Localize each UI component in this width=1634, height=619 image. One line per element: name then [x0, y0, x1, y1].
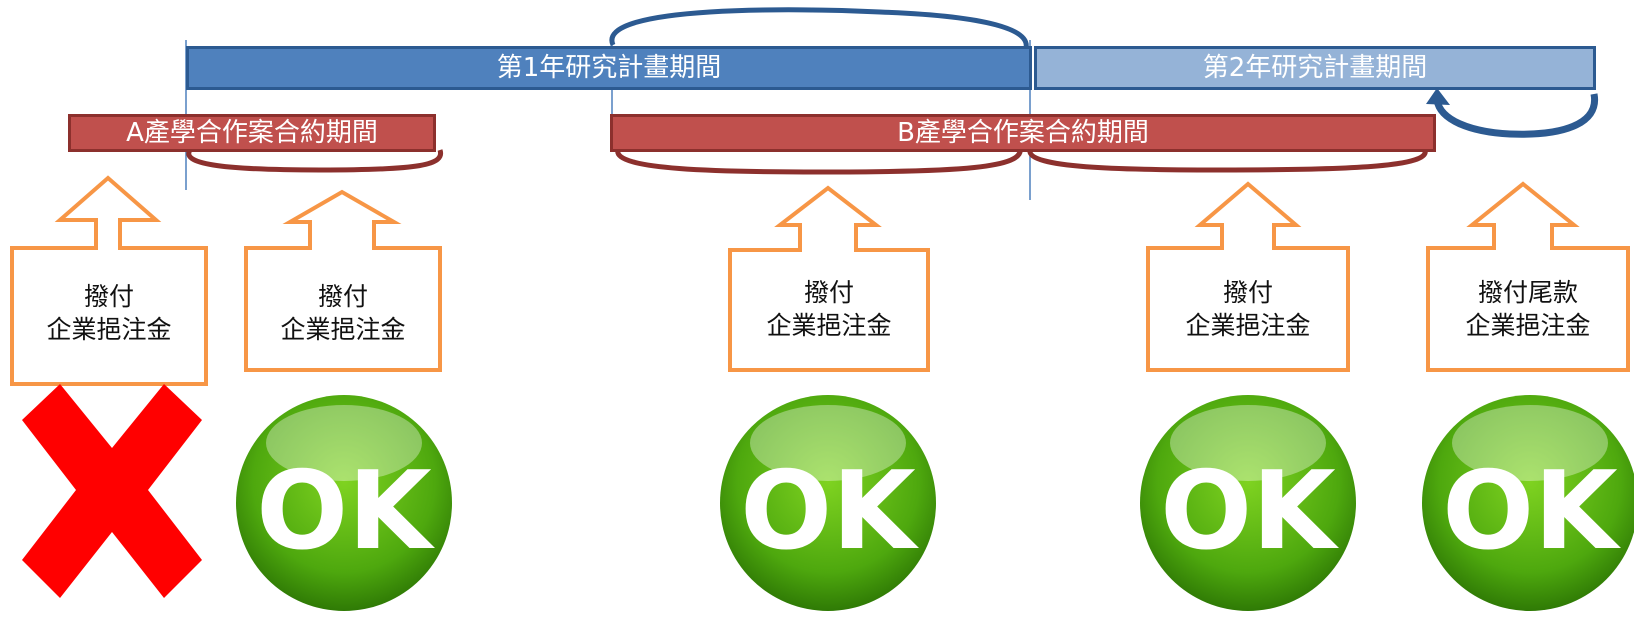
brace-b-year2	[1027, 149, 1428, 173]
callout-4-line1: 撥付	[1222, 278, 1273, 307]
reject-mark	[22, 384, 202, 598]
ok-badge-2: OK	[236, 395, 452, 611]
callout-1-shape	[10, 175, 208, 386]
ok-badge-label: OK	[740, 449, 919, 574]
year2-return-arrowhead	[1426, 88, 1450, 105]
callout-5-text: 撥付尾款 企業挹注金	[1428, 276, 1628, 342]
callout-3-text: 撥付 企業挹注金	[730, 276, 928, 342]
callout-3-line2: 企業挹注金	[766, 311, 892, 340]
contract-b-label: B產學合作案合約期間	[897, 118, 1149, 148]
year1-period-label: 第1年研究計畫期間	[496, 53, 722, 83]
callout-2-text: 撥付 企業挹注金	[246, 280, 440, 346]
ok-badge-4: OK	[1140, 395, 1356, 611]
callout-2-shape	[244, 189, 442, 372]
callout-4-shape	[1146, 181, 1350, 372]
year1-top-arc	[609, 7, 1029, 49]
ok-badge-5: OK	[1422, 395, 1634, 611]
ok-badge-label: OK	[1442, 449, 1621, 574]
year2-period-bar: 第2年研究計畫期間	[1034, 46, 1596, 90]
contract-a-bar: A產學合作案合約期間	[68, 114, 436, 152]
callout-4-text: 撥付 企業挹注金	[1148, 276, 1348, 342]
callout-5-line1: 撥付尾款	[1477, 278, 1578, 307]
brace-b-year1	[615, 147, 1023, 175]
contract-b-bar: B產學合作案合約期間	[610, 114, 1436, 152]
callout-1-line1: 撥付	[83, 282, 134, 311]
callout-2-line2: 企業挹注金	[280, 315, 406, 344]
contract-a-label: A產學合作案合約期間	[126, 118, 378, 148]
brace-a-late	[186, 148, 444, 173]
callout-2-line1: 撥付	[317, 282, 368, 311]
ok-badge-3: OK	[720, 395, 936, 611]
year1-period-bar: 第1年研究計畫期間	[186, 46, 1032, 90]
callout-3-shape	[728, 185, 930, 372]
callout-3-line1: 撥付	[803, 278, 854, 307]
callout-5-line2: 企業挹注金	[1465, 311, 1591, 340]
year2-return-arrow	[1433, 93, 1599, 138]
callout-4-line2: 企業挹注金	[1185, 311, 1311, 340]
ok-badge-label: OK	[1160, 449, 1339, 574]
callout-1-line2: 企業挹注金	[46, 315, 172, 344]
year2-period-label: 第2年研究計畫期間	[1202, 53, 1428, 83]
ok-badge-label: OK	[256, 449, 435, 574]
callout-1-text: 撥付 企業挹注金	[12, 280, 206, 346]
callout-5-shape	[1426, 181, 1630, 372]
